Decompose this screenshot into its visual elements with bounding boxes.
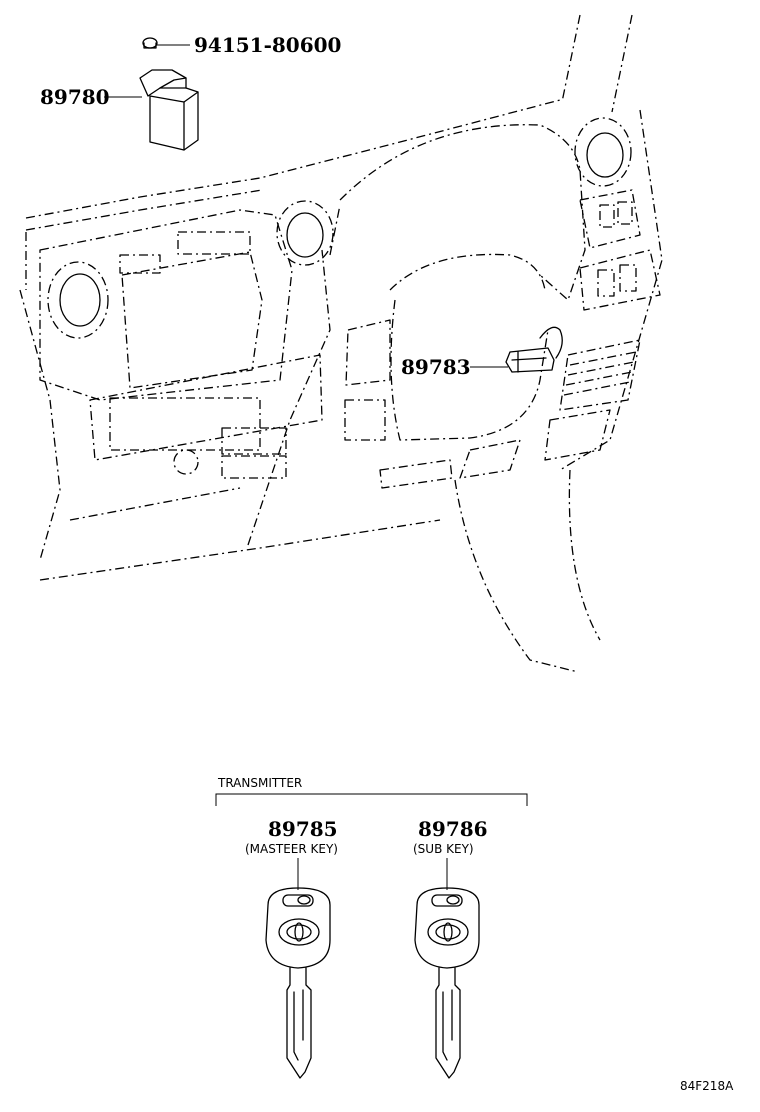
sub-key-caption: (SUB KEY): [413, 842, 474, 856]
receiver-module-drawing: [139, 37, 199, 151]
receiver-part-number: 89780: [40, 85, 110, 109]
master-key-caption: (MASTEER KEY): [245, 842, 338, 856]
dashboard-drawing: [19, 14, 663, 673]
bolt-part-number: 94151-80600: [194, 33, 341, 57]
diagram-code: 84F218A: [680, 1079, 734, 1093]
master-key-drawing: [265, 887, 331, 1079]
sensor-drawing: [505, 326, 563, 373]
sensor-part-number: 89783: [401, 355, 471, 379]
master-key-part-number: 89785: [268, 817, 338, 841]
sub-key-part-number: 89786: [418, 817, 488, 841]
sub-key-drawing: [414, 887, 480, 1079]
transmitter-group-label: TRANSMITTER: [217, 776, 302, 790]
transmitter-bracket: [215, 793, 528, 806]
